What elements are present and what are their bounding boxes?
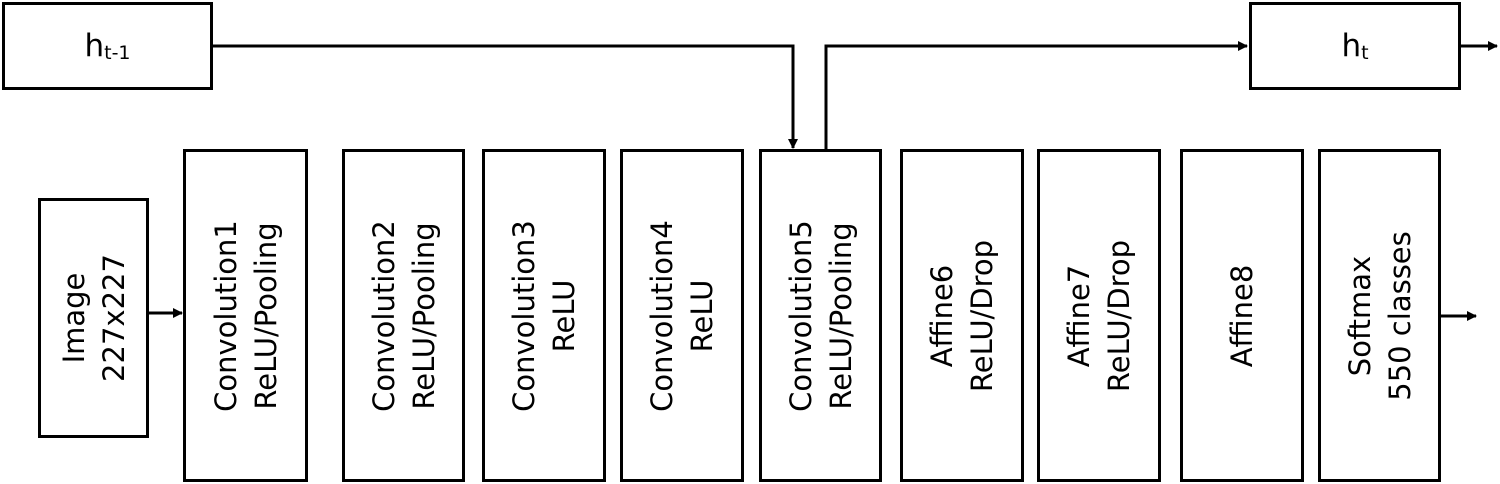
- layer-label: Affine8: [1222, 264, 1262, 367]
- layer-affine8: Affine8: [1180, 149, 1304, 482]
- layer-label: Convolution3 ReLU: [504, 220, 584, 412]
- prev-state-symbol: h: [84, 28, 105, 64]
- input-image-box: Image 227x227: [38, 198, 149, 438]
- next-state-symbol: h: [1341, 28, 1362, 64]
- next-state-subscript: t: [1361, 42, 1369, 64]
- layer-ops: ReLU/Pooling: [248, 221, 283, 410]
- layer-label: Softmax 550 classes: [1340, 231, 1420, 401]
- layer-conv2: Convolution2 ReLU/Pooling: [342, 149, 465, 482]
- layer-ops: ReLU/Drop: [965, 239, 999, 392]
- layer-affine6: Affine6 ReLU/Drop: [900, 149, 1024, 482]
- layer-name: Affine8: [1225, 264, 1259, 367]
- layer-name: Convolution1: [208, 219, 243, 412]
- input-image-size: 227x227: [96, 254, 131, 382]
- layer-conv3: Convolution3 ReLU: [482, 149, 606, 482]
- layer-conv1: Convolution1 ReLU/Pooling: [183, 149, 308, 482]
- layer-ops: ReLU/Drop: [1102, 239, 1136, 392]
- arrow-prev-state-to-conv5: [213, 44, 798, 149]
- layer-affine7: Affine7 ReLU/Drop: [1037, 149, 1161, 482]
- layer-ops: ReLU: [685, 279, 719, 352]
- arrow-conv5-to-next-state: [824, 41, 1248, 150]
- layer-name: Convolution2: [366, 219, 401, 412]
- layer-name: Affine7: [1062, 264, 1096, 367]
- prev-state-subscript: t-1: [104, 42, 131, 64]
- input-image-label: Image 227x227: [54, 254, 134, 382]
- layer-conv5: Convolution5 ReLU/Pooling: [759, 149, 882, 482]
- layer-ops: ReLU/Pooling: [406, 221, 441, 410]
- layer-name: Softmax: [1342, 255, 1377, 376]
- layer-softmax: Softmax 550 classes: [1318, 149, 1441, 482]
- layer-name: Convolution3: [507, 219, 541, 412]
- layer-label: Convolution4 ReLU: [642, 220, 722, 412]
- input-image-name: Image: [56, 272, 91, 364]
- layer-ops: 550 classes: [1382, 230, 1417, 401]
- layer-label: Convolution5 ReLU/Pooling: [781, 220, 861, 412]
- layer-name: Affine6: [925, 264, 959, 367]
- layer-label: Convolution2 ReLU/Pooling: [364, 220, 444, 412]
- layer-conv4: Convolution4 ReLU: [620, 149, 744, 482]
- layer-ops: ReLU: [547, 279, 581, 352]
- layer-ops: ReLU/Pooling: [823, 221, 858, 410]
- layer-label: Affine7 ReLU/Drop: [1059, 239, 1139, 391]
- layer-name: Convolution5: [783, 219, 818, 412]
- layer-label: Convolution1 ReLU/Pooling: [206, 220, 286, 412]
- layer-name: Convolution4: [645, 219, 679, 412]
- layer-label: Affine6 ReLU/Drop: [922, 239, 1002, 391]
